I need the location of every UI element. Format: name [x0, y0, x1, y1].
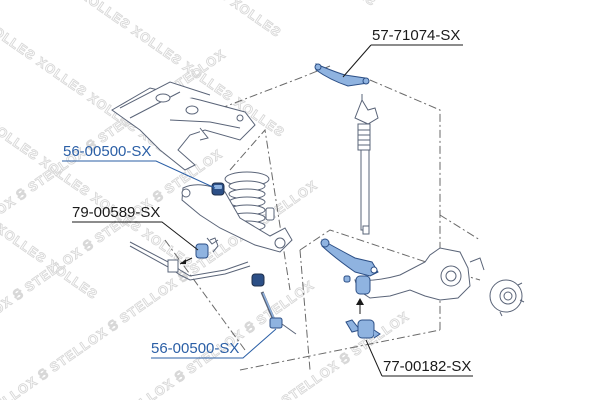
stabilizer-bar-bushing — [179, 237, 219, 265]
callout-79-00589-SX: 79-00589-SX — [72, 204, 161, 221]
callout-56-00500-SX-top: 56-00500-SX — [63, 143, 152, 160]
subframe — [111, 81, 256, 171]
stabilizer-link — [251, 273, 297, 335]
lower-arm-bushing-mounted — [343, 275, 371, 295]
shock-absorber — [354, 94, 379, 235]
leader-lines — [62, 44, 473, 377]
arrow-head — [356, 298, 364, 305]
lower-control-arm — [181, 184, 293, 253]
callout-77-00182-SX: 77-00182-SX — [383, 358, 472, 375]
callout-56-00500-SX-bottom: 56-00500-SX — [151, 340, 240, 357]
wheel-hub — [489, 279, 525, 317]
callout-57-71074-SX: 57-71074-SX — [372, 27, 461, 44]
lateral-link — [320, 238, 379, 277]
upper-control-arm — [314, 63, 370, 87]
lower-arm-bushing-loose — [345, 319, 381, 339]
stabilizer-link-bushing-top — [211, 182, 225, 196]
knuckle-assembly — [354, 247, 485, 301]
